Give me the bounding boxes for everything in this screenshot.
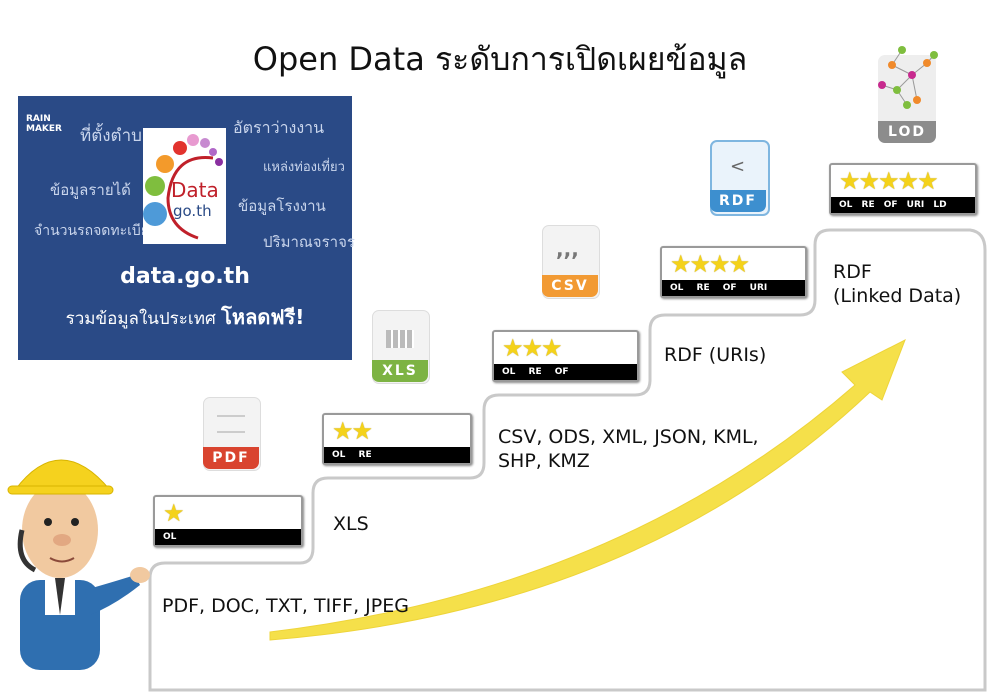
badge-labels: OL RE OF	[494, 364, 637, 380]
banner-url: data.go.th	[120, 264, 250, 289]
badge-labels: OL RE	[324, 447, 470, 463]
lod-file-icon: LOD	[878, 46, 938, 143]
data-go-th-logo: Data go.th	[143, 128, 226, 244]
banner-word: ข้อมูลโรงงาน	[238, 197, 326, 215]
data-go-th-banner: RAIN MAKER ที่ตั้งตำบล อัตราว่างงาน แหล่…	[18, 96, 355, 360]
growth-arrow	[269, 338, 906, 641]
star-rating: ★★★★	[670, 250, 750, 278]
level-2-formats: XLS	[333, 513, 369, 535]
csv-file-icon: ,,, CSV	[542, 225, 600, 299]
xls-file-icon: XLS	[372, 310, 430, 384]
staircase-outline	[148, 228, 987, 692]
rainmaker-logo: RAIN MAKER	[26, 114, 62, 134]
level-1-formats: PDF, DOC, TXT, TIFF, JPEG	[162, 595, 409, 617]
level-3-formats: CSV, ODS, XML, JSON, KML, SHP, KMZ	[498, 426, 759, 472]
banner-word: ข้อมูลรายได้	[50, 181, 131, 199]
pdf-file-icon: PDF	[203, 397, 261, 471]
star-rating: ★★★★★	[839, 167, 939, 195]
badge-labels: OL RE OF URI LD	[831, 197, 975, 213]
level-5-formats: RDF (Linked Data)	[833, 261, 962, 307]
rating-badge-4-stars: ★★★★ OL RE OF URI	[660, 246, 807, 298]
star-rating: ★★	[332, 417, 373, 445]
banner-subtitle: รวมข้อมูลในประเทศ โหลดฟรี!	[65, 305, 305, 329]
banner-word: ที่ตั้งตำบล	[80, 126, 153, 146]
level-4-formats: RDF (URIs)	[664, 344, 767, 366]
rating-badge-2-stars: ★★ OL RE	[322, 413, 472, 465]
banner-word: จำนวนรถจดทะเบียน	[34, 223, 159, 239]
worker-character	[7, 459, 150, 670]
banner-word: แหล่งท่องเที่ยว	[263, 160, 345, 175]
star-rating: ★	[163, 499, 185, 527]
badge-labels: OL RE OF URI	[662, 280, 805, 296]
badge-labels: OL	[155, 529, 301, 545]
rating-badge-1-star: ★ OL	[153, 495, 303, 547]
rdf-file-icon: < RDF	[710, 140, 770, 216]
rating-badge-3-stars: ★★★ OL RE OF	[492, 330, 639, 382]
rating-badge-5-stars: ★★★★★ OL RE OF URI LD	[829, 163, 977, 215]
banner-word: อัตราว่างงาน	[233, 118, 325, 137]
star-rating: ★★★	[502, 334, 563, 362]
page-title: Open Data ระดับการเปิดเผยข้อมูล	[252, 40, 748, 78]
banner-word: ปริมาณจราจร	[263, 233, 355, 251]
